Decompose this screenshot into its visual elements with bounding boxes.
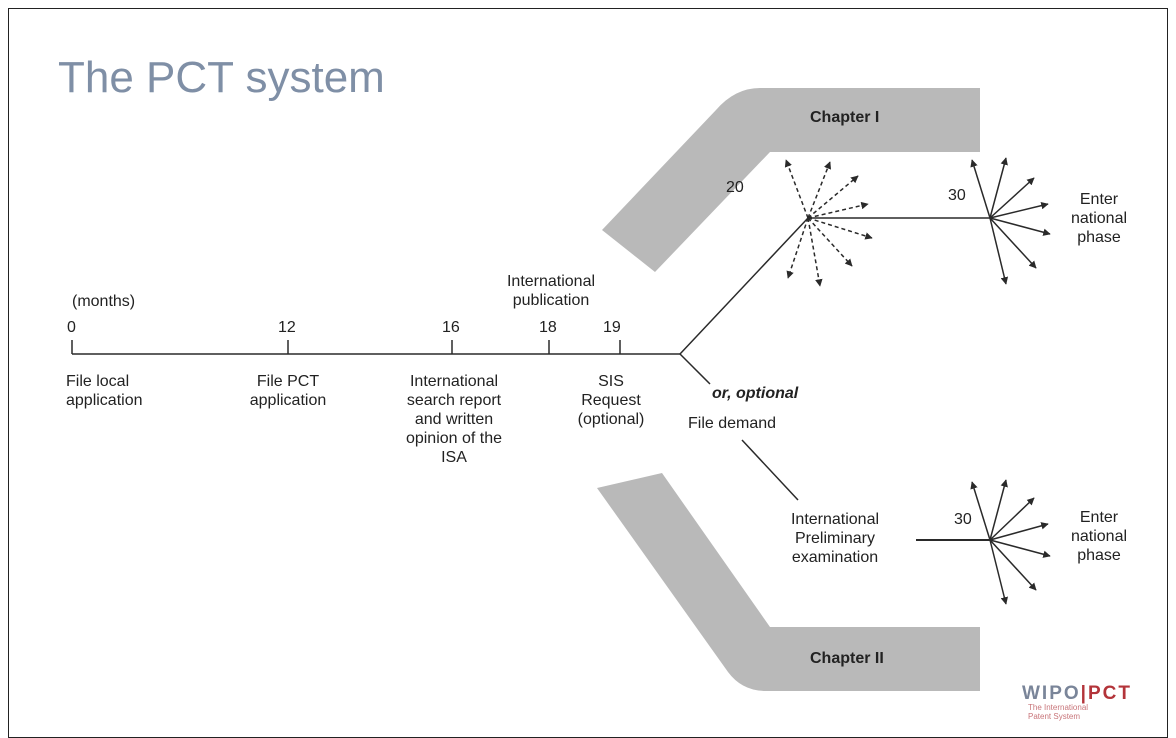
chapter2-label: Chapter II <box>810 650 884 667</box>
demand-to-ipe-line <box>741 439 799 501</box>
months-unit-label: (months) <box>72 293 136 310</box>
chapter2-month30-arrow-fan <box>970 479 1051 605</box>
month20-dashed-arrow-fan <box>784 159 873 287</box>
logo-tagline-line2: Patent System <box>1028 712 1081 721</box>
chapter1-month-30-label: 30 <box>948 187 966 204</box>
wipo-pct-logo: WIPO|PCT The International Patent System <box>1022 684 1132 721</box>
search-report-label: International search report and written … <box>405 373 503 466</box>
logo-wipo-text: WIPO <box>1022 683 1081 704</box>
chapter1-band <box>602 88 980 272</box>
file-pct-application-label: File PCT application <box>249 373 327 409</box>
or-optional-label: or, optional <box>712 385 799 402</box>
slide-title: The PCT system <box>58 53 385 102</box>
tick-label-0: 0 <box>67 319 76 336</box>
chapter1-enter-national-phase-label: Enter national phase <box>1070 191 1128 246</box>
chapter1-month30-arrow-fan <box>970 157 1051 285</box>
chapter2-month-30-label: 30 <box>954 511 972 528</box>
logo-pct-text: PCT <box>1088 683 1132 704</box>
chapter1-branch-line <box>679 217 809 355</box>
tick-label-19: 19 <box>603 319 621 336</box>
file-local-application-label: File local application <box>66 373 143 409</box>
intl-publication-label: International publication <box>506 273 596 309</box>
intl-preliminary-examination-label: International Preliminary examination <box>790 511 880 566</box>
logo-tagline-line1: The International <box>1028 703 1089 712</box>
chapter1-month-20-label: 20 <box>726 179 744 196</box>
chapter2-band <box>597 473 980 691</box>
tick-label-12: 12 <box>278 319 296 336</box>
file-demand-label: File demand <box>688 415 777 432</box>
logo-separator: | <box>1080 683 1088 704</box>
tick-label-16: 16 <box>442 319 460 336</box>
tick-label-18: 18 <box>539 319 557 336</box>
demand-branch-line <box>679 353 711 385</box>
chapter1-label: Chapter I <box>810 109 880 126</box>
chapter2-enter-national-phase-label: Enter national phase <box>1070 509 1128 564</box>
sis-request-label: SIS Request (optional) <box>577 373 645 428</box>
